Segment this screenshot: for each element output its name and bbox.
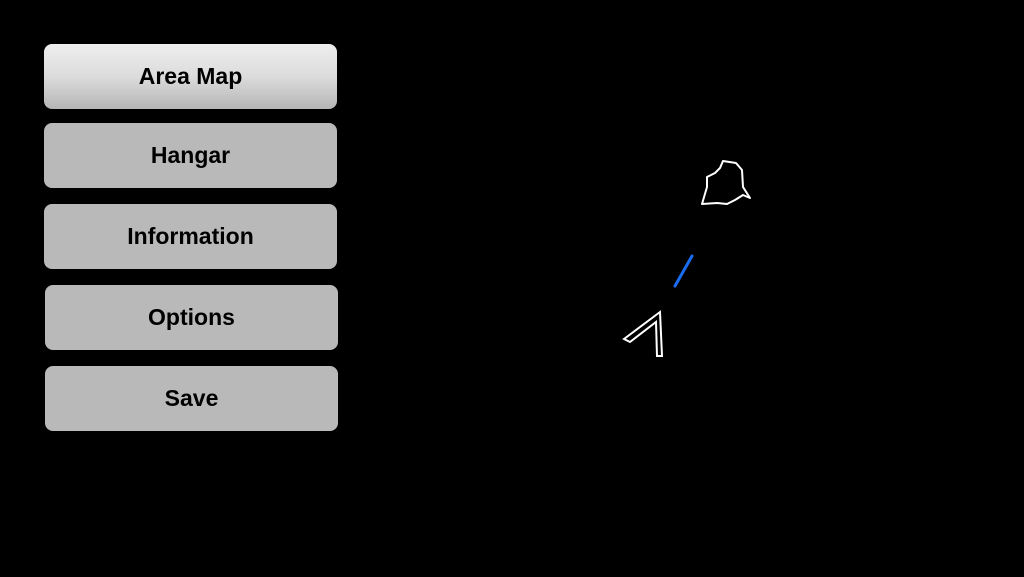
save-button[interactable]: Save [45, 366, 338, 431]
laser-shot [673, 254, 694, 288]
information-button[interactable]: Information [44, 204, 337, 269]
asteroid [701, 160, 751, 205]
hangar-button[interactable]: Hangar [44, 123, 337, 188]
options-button[interactable]: Options [45, 285, 338, 350]
area-map-button[interactable]: Area Map [44, 44, 337, 109]
player-ship [622, 310, 664, 357]
